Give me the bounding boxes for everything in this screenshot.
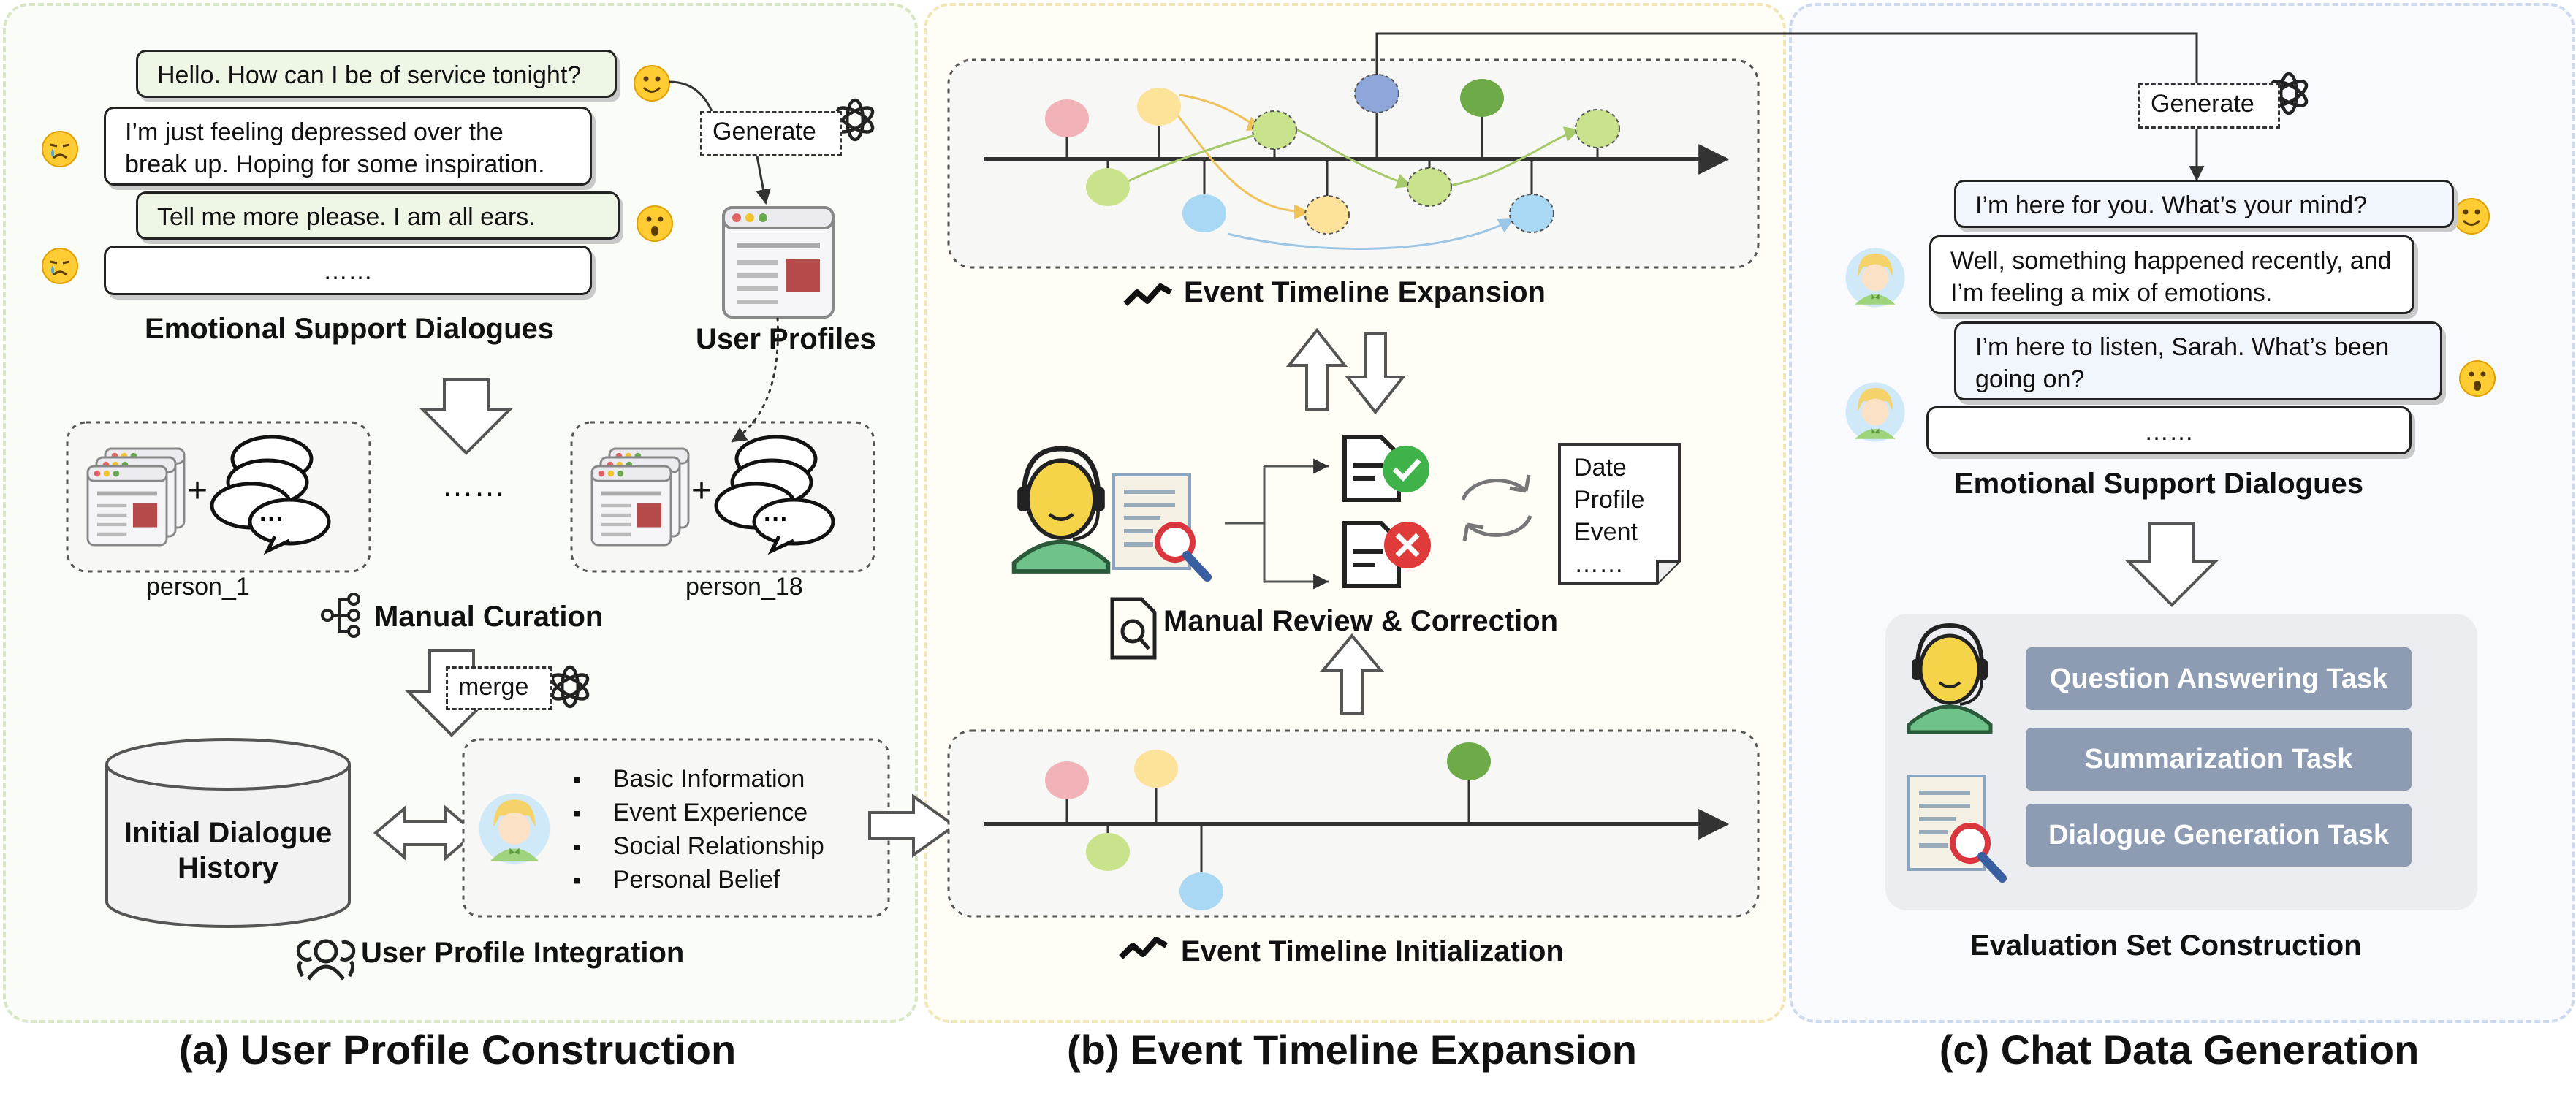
profile-item: Event Experience [573,796,824,830]
generate-label: Generate [700,111,842,156]
chat-bubble: I’m here for you. What’s your mind? [1954,180,2454,228]
dialogues-label: Emotional Support Dialogues [145,313,555,345]
chat-bubble: …… [104,246,592,295]
cry-emoji-icon [41,247,79,285]
merge-label: merge [446,666,552,710]
surprised-emoji-icon [637,205,673,242]
generate-label: Generate [2138,83,2280,129]
plus-sign: + [691,471,713,510]
support-agent-icon [1909,625,1991,732]
note-line: Event [1574,518,1638,546]
history-label-line: History [178,852,278,884]
history-label: Initial Dialogue History [107,815,349,886]
note-lines: Date Profile Event …… [1574,452,1644,580]
panel-c-caption: (c) Chat Data Generation [1939,1027,2420,1073]
tree-icon [321,593,360,638]
check-doc-icon [1342,435,1429,502]
task-dialogue-generation: Dialogue Generation Task [2026,804,2412,867]
avatar-icon [479,793,550,864]
history-label-line: Initial Dialogue [124,817,333,849]
eval-label: Evaluation Set Construction [1970,929,2362,962]
double-arrow [373,804,478,861]
down-arrow [2124,522,2219,607]
curation-label: Manual Curation [374,601,604,633]
browser-window-icon [722,206,835,319]
task-summarization: Summarization Task [2026,728,2412,791]
up-arrow [1319,633,1385,715]
dialogues-label: Emotional Support Dialogues [1954,468,2364,500]
down-arrow [1344,332,1407,415]
chat-bubble: Hello. How can I be of service tonight? [136,50,617,98]
timeline-icon [1123,283,1172,306]
browser-window-icon [592,449,688,545]
expansion-label: Event Timeline Expansion [1184,276,1546,308]
document-search-icon [1114,475,1207,577]
search-doc-icon [1110,597,1157,660]
surprised-emoji-icon [2459,360,2496,397]
dialogue-history-database [105,738,351,928]
profiles-label: User Profiles [696,323,876,355]
avatar-icon [1845,382,1905,442]
cross-doc-icon [1342,521,1431,588]
chat-bubble: I’m here to listen, Sarah. What’s been g… [1954,321,2442,400]
person-label: person_1 [146,573,250,601]
chat-bubble: Tell me more please. I am all ears. [136,191,620,240]
ellipsis: …… [441,468,506,503]
smile-emoji-icon [2452,197,2490,235]
support-agent-icon [1014,449,1109,571]
chat-bubble: Well, something happened recently, and I… [1929,235,2414,314]
note-line: Profile [1574,486,1645,514]
openai-logo-icon [549,667,591,707]
profile-items: Basic Information Event Experience Socia… [573,763,824,897]
chat-bubble: …… [1926,406,2412,454]
review-label: Manual Review & Correction [1163,605,1559,637]
integration-label: User Profile Integration [361,937,685,969]
down-arrow [419,378,514,455]
smile-emoji-icon [633,64,671,102]
refresh-icon [1461,474,1532,541]
cry-emoji-icon [41,130,79,168]
users-icon [296,939,356,981]
note-line: …… [1574,550,1624,578]
panel-b-caption: (b) Event Timeline Expansion [1066,1027,1637,1073]
init-label: Event Timeline Initialization [1181,935,1564,967]
profile-item: Social Relationship [573,830,824,864]
panel-a-caption: (a) User Profile Construction [178,1027,737,1073]
browser-window-icon [88,449,184,545]
avatar-icon [1845,248,1905,308]
right-arrow [868,794,957,858]
task-question-answering: Question Answering Task [2026,647,2412,710]
chat-bubble: I’m just feeling depressed over the brea… [104,107,592,186]
person-label: person_18 [685,573,803,601]
plus-sign: + [187,471,208,510]
profile-item: Basic Information [573,763,824,796]
timeline-icon [1119,937,1168,959]
up-arrow [1285,327,1348,411]
profile-item: Personal Belief [573,864,824,897]
note-line: Date [1574,454,1627,482]
